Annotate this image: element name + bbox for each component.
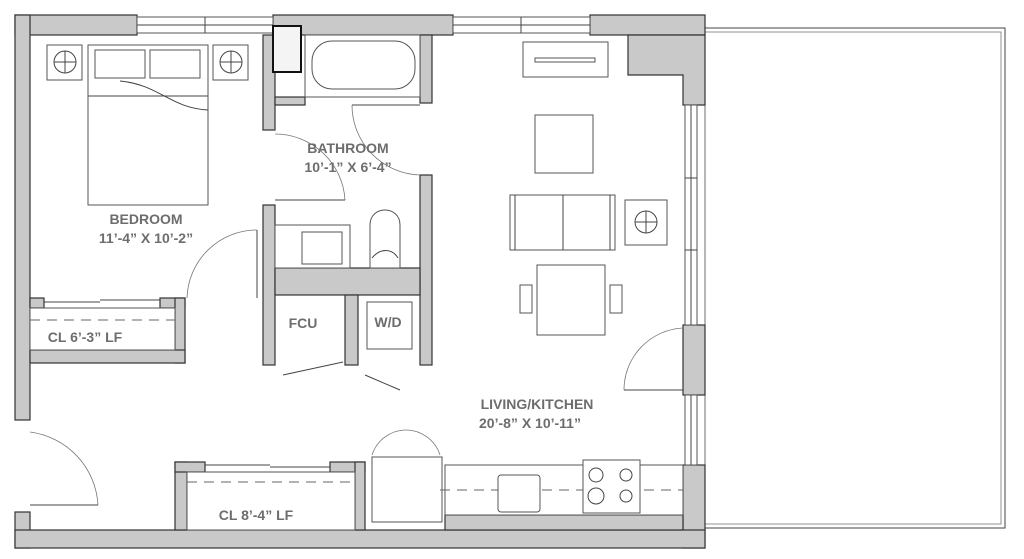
bedroom-dims: 11’-4” X 10’-2” (99, 230, 193, 246)
closet-entry (186, 464, 356, 531)
exterior-walls (14, 14, 706, 549)
closet-bedroom-label: CL 6’-3” LF (48, 329, 123, 345)
tv-console (522, 41, 609, 78)
bed (87, 44, 209, 206)
nightstand-right (212, 44, 249, 81)
balcony (704, 27, 1006, 529)
bathroom-label: BATHROOM (307, 140, 388, 156)
toilet (369, 209, 401, 269)
windows (136, 16, 698, 466)
living-kitchen-label: LIVING/KITCHEN (481, 396, 594, 412)
interior-walls (29, 25, 684, 531)
range (582, 459, 641, 514)
washer-dryer (366, 301, 413, 350)
refrigerator (371, 429, 443, 523)
closet-entry-label: CL 8’-4” LF (219, 507, 294, 523)
kitchen-counter (440, 464, 684, 516)
closet-bedroom (29, 299, 176, 351)
bathtub (304, 34, 421, 98)
side-table (624, 199, 668, 246)
bedroom-label: BEDROOM (109, 211, 182, 227)
wd-label: W/D (374, 314, 401, 330)
dining-table (519, 264, 623, 336)
doors (29, 104, 684, 506)
fcu-label: FCU (289, 315, 318, 331)
living-kitchen-dims: 20’-8” X 10’-11” (479, 415, 581, 431)
sofa (509, 194, 616, 251)
coffee-table (534, 114, 594, 174)
nightstand-left (46, 44, 83, 81)
bathroom-dims: 10’-1” X 6’-4” (304, 159, 391, 175)
vanity-sink (274, 224, 351, 269)
